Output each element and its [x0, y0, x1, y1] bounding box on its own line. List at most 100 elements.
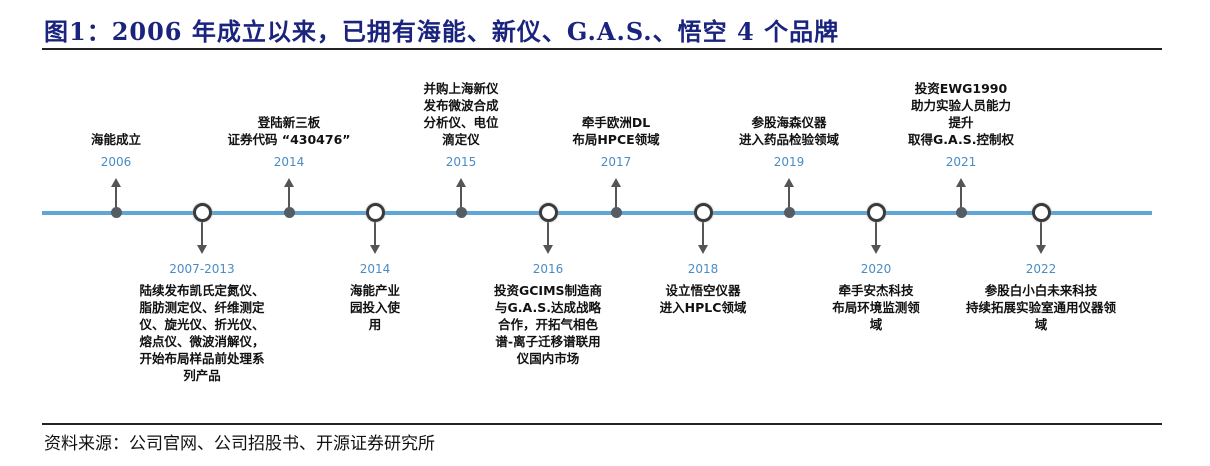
arrow-down-icon — [543, 245, 553, 254]
event-marker-ring — [192, 203, 212, 222]
event-year: 2014 — [273, 155, 305, 169]
description-line: 用 — [368, 317, 382, 332]
event-stem — [702, 222, 704, 246]
description-line: 开始布局样品前处理系 — [139, 351, 265, 366]
description-line: 园投入使 — [349, 300, 400, 315]
description-line: 列产品 — [183, 368, 221, 383]
event-year: 2015 — [445, 155, 477, 169]
event-year: 2018 — [687, 262, 719, 276]
description-line: 脂肪测定仪、纤维测定 — [139, 300, 265, 315]
event-marker-dot — [610, 207, 622, 218]
description-line: 证券代码 “430476” — [227, 132, 351, 147]
arrow-down-icon — [871, 245, 881, 254]
arrow-up-icon — [611, 178, 621, 187]
arrow-down-icon — [1036, 245, 1046, 254]
event-stem — [460, 186, 462, 211]
event-year: 2007-2013 — [169, 262, 235, 276]
event-year: 2020 — [860, 262, 892, 276]
arrow-up-icon — [111, 178, 121, 187]
arrow-up-icon — [284, 178, 294, 187]
description-line: 设立悟空仪器 — [665, 283, 741, 298]
description-line: 合作，开拓气相色 — [497, 317, 598, 332]
event-year: 2016 — [532, 262, 564, 276]
arrow-down-icon — [197, 245, 207, 254]
description-line: 熔点仪、微波消解仪， — [139, 334, 265, 349]
event-stem — [115, 186, 117, 211]
description-line: 海能产业 — [349, 283, 400, 298]
event-description: 海能产业园投入使用 — [265, 282, 485, 333]
event-stem — [875, 222, 877, 246]
arrow-down-icon — [698, 245, 708, 254]
event-stem — [374, 222, 376, 246]
event-marker-dot — [283, 207, 295, 218]
event-stem — [615, 186, 617, 211]
arrow-down-icon — [370, 245, 380, 254]
event-description: 陆续发布凯氏定氮仪、脂肪测定仪、纤维测定仪、旋光仪、折光仪、熔点仪、微波消解仪，… — [92, 282, 312, 384]
description-line: 谱-离子迁移谱联用 — [495, 334, 601, 349]
description-line: 布局HPCE领域 — [572, 132, 660, 147]
source-divider — [42, 423, 1162, 425]
event-stem — [1040, 222, 1042, 246]
event-description: 登陆新三板证券代码 “430476” — [179, 114, 399, 148]
description-line: 仪、旋光仪、折光仪、 — [139, 317, 265, 332]
title-divider — [42, 48, 1162, 50]
description-line: 取得G.A.S.控制权 — [908, 132, 1014, 147]
event-description: 海能成立 — [6, 131, 226, 148]
description-line: 仪国内市场 — [516, 351, 580, 366]
description-line: 参股白小白未来科技 — [984, 283, 1098, 298]
event-stem — [547, 222, 549, 246]
description-line: 提升 — [948, 115, 974, 130]
event-stem — [201, 222, 203, 246]
arrow-up-icon — [456, 178, 466, 187]
description-line: 域 — [1034, 317, 1048, 332]
description-line: 牵手安杰科技 — [838, 283, 914, 298]
description-line: 登陆新三板 — [257, 115, 321, 130]
arrow-up-icon — [956, 178, 966, 187]
event-marker-ring — [365, 203, 385, 222]
timeline-axis — [42, 211, 1152, 215]
description-line: 投资EWG1990 — [914, 81, 1008, 96]
description-line: 参股海森仪器 — [751, 115, 827, 130]
event-year: 2014 — [359, 262, 391, 276]
event-description: 设立悟空仪器进入HPLC领域 — [593, 282, 813, 316]
description-line: 分析仪、电位 — [423, 115, 499, 130]
description-line: 助力实验人员能力 — [910, 98, 1011, 113]
event-stem — [788, 186, 790, 211]
event-marker-dot — [783, 207, 795, 218]
description-line: 投资GCIMS制造商 — [493, 283, 603, 298]
event-year: 2021 — [945, 155, 977, 169]
event-description: 牵手欧洲DL 布局HPCE领域 — [506, 114, 726, 148]
event-marker-ring — [1031, 203, 1051, 222]
arrow-up-icon — [784, 178, 794, 187]
event-description: 并购上海新仪发布微波合成分析仪、电位滴定仪 — [351, 80, 571, 148]
event-description: 参股海森仪器进入药品检验领域 — [679, 114, 899, 148]
description-line: 并购上海新仪 — [423, 81, 499, 96]
description-line: 进入HPLC领域 — [659, 300, 747, 315]
event-marker-dot — [455, 207, 467, 218]
description-line: 发布微波合成 — [423, 98, 499, 113]
event-year: 2006 — [100, 155, 132, 169]
event-stem — [960, 186, 962, 211]
description-line: 滴定仪 — [442, 132, 480, 147]
description-line: 陆续发布凯氏定氮仪、 — [139, 283, 265, 298]
description-line: 布局环境监测领 — [832, 300, 920, 315]
source-note: 资料来源：公司官网、公司招股书、开源证券研究所 — [44, 434, 435, 454]
description-line: 与G.A.S.达成战略 — [495, 300, 601, 315]
description-line: 牵手欧洲DL — [581, 115, 651, 130]
event-year: 2022 — [1025, 262, 1057, 276]
event-stem — [288, 186, 290, 211]
figure-title: 图1：2006 年成立以来，已拥有海能、新仪、G.A.S.、悟空 4 个品牌 — [44, 17, 840, 46]
event-description: 投资GCIMS制造商与G.A.S.达成战略合作，开拓气相色谱-离子迁移谱联用仪国… — [438, 282, 658, 367]
description-line: 持续拓展实验室通用仪器领 — [965, 300, 1116, 315]
event-marker-ring — [693, 203, 713, 222]
event-year: 2019 — [773, 155, 805, 169]
description-line: 海能成立 — [90, 132, 141, 147]
event-description: 牵手安杰科技布局环境监测领域 — [766, 282, 986, 333]
event-year: 2017 — [600, 155, 632, 169]
description-line: 域 — [869, 317, 883, 332]
event-marker-ring — [866, 203, 886, 222]
description-line: 进入药品检验领域 — [738, 132, 839, 147]
event-description: 投资EWG1990 助力实验人员能力提升取得G.A.S.控制权 — [851, 80, 1071, 148]
event-description: 参股白小白未来科技持续拓展实验室通用仪器领域 — [931, 282, 1151, 333]
event-marker-ring — [538, 203, 558, 222]
